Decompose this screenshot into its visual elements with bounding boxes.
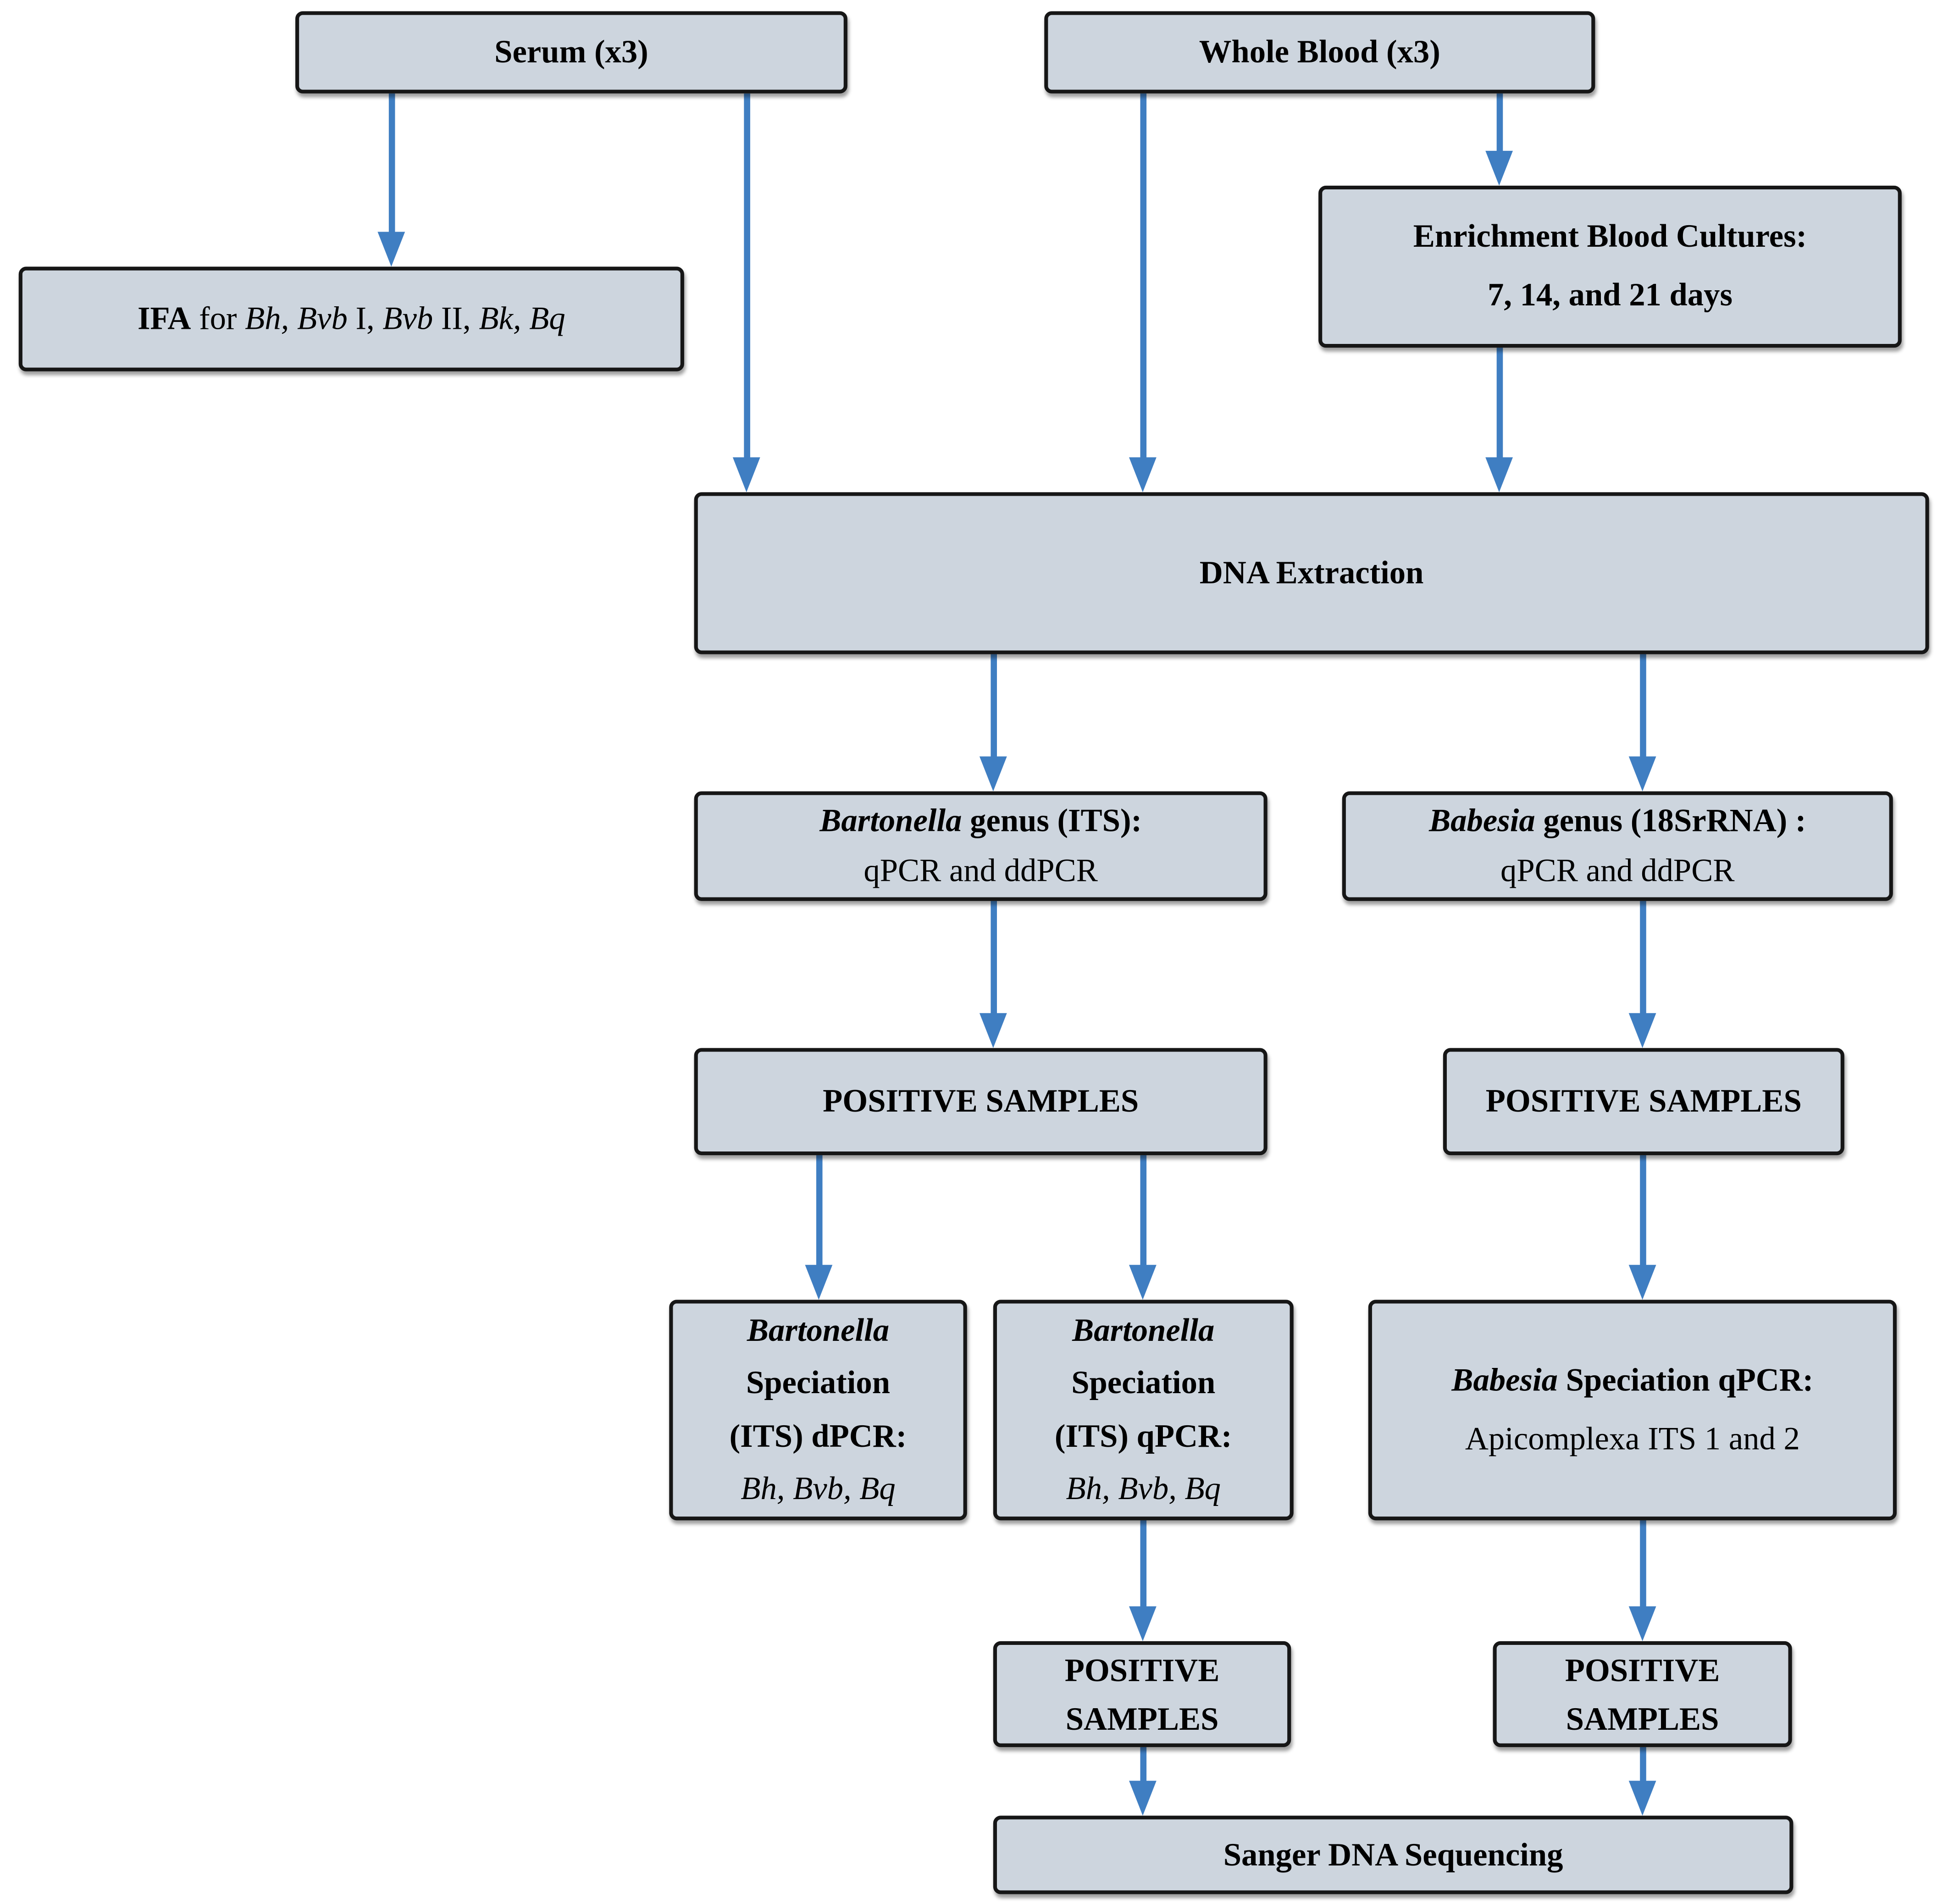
- arrow-stem: [1140, 1520, 1146, 1609]
- arrow-head-icon: [1129, 1606, 1157, 1641]
- arrow-positive-samples-to-bartonella-dpcr: [805, 1155, 833, 1300]
- node-text-line: Serum (x3): [494, 33, 648, 70]
- arrow-stem: [1140, 93, 1146, 460]
- arrow-stem: [1496, 93, 1502, 154]
- arrow-babesia-genus-to-positive-samples: [1628, 901, 1656, 1048]
- arrow-head-icon: [1628, 1781, 1656, 1816]
- arrow-dna-extraction-to-bartonella-genus: [979, 654, 1007, 791]
- arrow-stem: [990, 654, 996, 759]
- arrow-head-icon: [377, 232, 405, 267]
- node-text-line: qPCR and ddPCR: [864, 852, 1098, 889]
- arrow-stem: [743, 93, 750, 460]
- node-text-line: Sanger DNA Sequencing: [1223, 1836, 1563, 1873]
- arrow-head-icon: [732, 457, 760, 493]
- node-text-line: POSITIVE SAMPLES: [823, 1083, 1139, 1119]
- arrow-positive-samples-to-babesia-speciation: [1628, 1155, 1656, 1300]
- node-text-line: Babesia genus (18SrRNA) :: [1429, 802, 1806, 839]
- node-text-line: qPCR and ddPCR: [1500, 852, 1735, 889]
- node-text-line: Speciation: [746, 1365, 891, 1401]
- arrow-positive-samples-to-bartonella-qpcr: [1129, 1155, 1157, 1300]
- arrow-serum-to-ifa: [377, 93, 405, 267]
- node-whole-blood: Whole Blood (x3): [1044, 11, 1595, 94]
- node-text-line: Bh, Bvb, Bq: [1066, 1470, 1221, 1506]
- node-text-line: SAMPLES: [1065, 1700, 1219, 1737]
- arrow-stem: [1496, 348, 1502, 460]
- node-positive-samples-babesia: POSITIVE SAMPLES: [1443, 1048, 1844, 1156]
- node-text-line: (ITS) dPCR:: [729, 1417, 907, 1454]
- arrow-stem: [1639, 1520, 1646, 1609]
- arrow-whole-blood-to-enrichment: [1485, 93, 1513, 186]
- arrow-stem: [1639, 901, 1646, 1016]
- arrow-head-icon: [1628, 1013, 1656, 1048]
- node-text-line: Babesia Speciation qPCR:: [1451, 1362, 1814, 1398]
- node-babesia-genus-pcr: Babesia genus (18SrRNA) : qPCR and ddPCR: [1342, 791, 1893, 901]
- arrow-stem: [815, 1155, 822, 1267]
- arrow-head-icon: [1485, 457, 1513, 493]
- node-text-line: POSITIVE SAMPLES: [1485, 1083, 1802, 1119]
- node-text-line: POSITIVE: [1565, 1652, 1720, 1688]
- node-text-line: Bartonella: [747, 1312, 890, 1349]
- arrow-enrichment-to-dna-extraction: [1485, 348, 1513, 493]
- arrow-stem: [388, 93, 395, 234]
- node-text-line: Bh, Bvb, Bq: [741, 1470, 896, 1506]
- node-text-line: Speciation: [1071, 1365, 1216, 1401]
- node-text-line: SAMPLES: [1566, 1700, 1719, 1737]
- node-serum: Serum (x3): [295, 11, 847, 94]
- arrow-stem: [1140, 1747, 1146, 1783]
- arrow-head-icon: [979, 1013, 1007, 1048]
- node-positive-samples-bartonella: POSITIVE SAMPLES: [694, 1048, 1268, 1156]
- node-text-line: (ITS) qPCR:: [1054, 1417, 1232, 1454]
- arrow-bartonella-qpcr-to-positive-samples: [1129, 1520, 1157, 1641]
- arrow-stem: [1140, 1155, 1146, 1267]
- arrow-stem: [990, 901, 996, 1016]
- arrow-dna-extraction-to-babesia-genus: [1628, 654, 1656, 791]
- node-babesia-speciation-qpcr: Babesia Speciation qPCR: Apicomplexa ITS …: [1368, 1300, 1897, 1521]
- arrow-head-icon: [1628, 756, 1656, 791]
- node-text-line: 7, 14, and 21 days: [1487, 277, 1733, 313]
- arrow-head-icon: [1129, 457, 1157, 493]
- node-text-line: POSITIVE: [1064, 1652, 1220, 1688]
- node-sanger-dna-sequencing: Sanger DNA Sequencing: [993, 1815, 1793, 1894]
- arrow-head-icon: [1129, 1265, 1157, 1300]
- node-text-line: Bartonella: [1072, 1312, 1215, 1349]
- node-text-line: Apicomplexa ITS 1 and 2: [1465, 1420, 1800, 1456]
- arrow-head-icon: [1628, 1606, 1656, 1641]
- arrow-stem: [1639, 1747, 1646, 1783]
- arrow-positive-samples-to-sanger-left: [1129, 1747, 1157, 1816]
- arrow-stem: [1639, 654, 1646, 759]
- arrow-head-icon: [1129, 1781, 1157, 1816]
- node-dna-extraction: DNA Extraction: [694, 492, 1929, 654]
- arrow-head-icon: [1485, 150, 1513, 186]
- arrow-head-icon: [1628, 1265, 1656, 1300]
- node-positive-samples-speciation-bartonella: POSITIVE SAMPLES: [993, 1641, 1291, 1747]
- arrow-positive-samples-to-sanger-right: [1628, 1747, 1656, 1816]
- node-positive-samples-speciation-babesia: POSITIVE SAMPLES: [1493, 1641, 1792, 1747]
- node-enrichment-blood-cultures: Enrichment Blood Cultures: 7, 14, and 21 …: [1318, 185, 1902, 348]
- node-bartonella-genus-pcr: Bartonella genus (ITS): qPCR and ddPCR: [694, 791, 1268, 901]
- arrow-bartonella-genus-to-positive-samples: [979, 901, 1007, 1048]
- arrow-stem: [1639, 1155, 1646, 1267]
- arrow-head-icon: [805, 1265, 833, 1300]
- arrow-whole-blood-to-dna-extraction: [1129, 93, 1157, 493]
- node-text-line: IFA for Bh, Bvb I, Bvb II, Bk, Bq: [137, 300, 565, 337]
- node-ifa-serology: IFA for Bh, Bvb I, Bvb II, Bk, Bq: [18, 266, 684, 371]
- arrow-head-icon: [979, 756, 1007, 791]
- node-text-line: Enrichment Blood Cultures:: [1413, 218, 1807, 255]
- arrow-babesia-speciation-to-positive-samples: [1628, 1520, 1656, 1641]
- node-text-line: Whole Blood (x3): [1199, 33, 1440, 70]
- node-text-line: DNA Extraction: [1199, 554, 1424, 591]
- arrow-serum-to-dna-extraction: [732, 93, 760, 493]
- node-text-line: Bartonella genus (ITS):: [819, 802, 1142, 839]
